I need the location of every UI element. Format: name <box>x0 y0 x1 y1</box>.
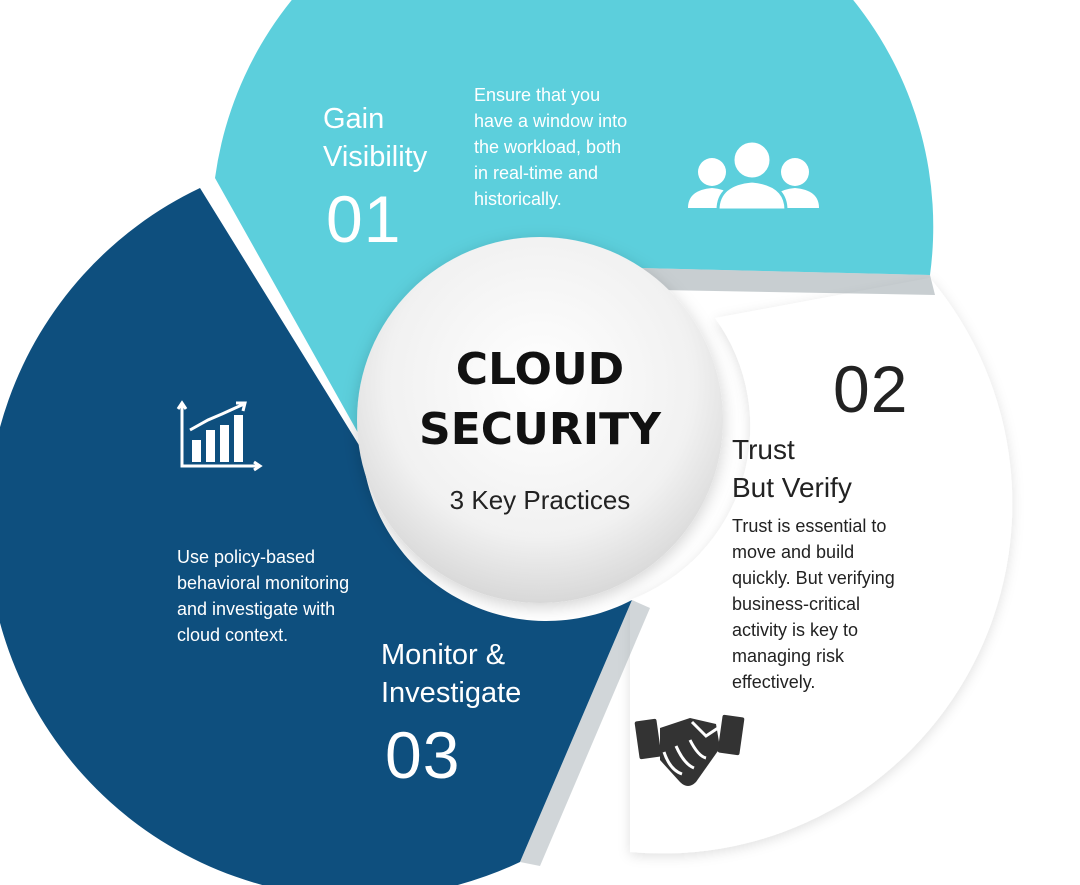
segment-01-title-line1: Gain <box>323 103 385 135</box>
description-line: Ensure that you <box>474 85 601 105</box>
segment-01-number: 01 <box>326 182 402 256</box>
description-line: Trust is essential to <box>732 516 887 536</box>
center-title-line1: CLOUD <box>455 344 625 395</box>
description-line: behavioral monitoring <box>177 573 350 593</box>
segment-02-title-line2: But Verify <box>732 472 852 503</box>
segment-01-title: Gain Visibility <box>323 100 427 176</box>
segment-03-description: Use policy-based behavioral monitoring a… <box>177 544 397 648</box>
segment-01-description: Ensure that you have a window into the w… <box>474 82 674 212</box>
segment-01-edge <box>640 268 935 295</box>
center-circle <box>357 237 723 603</box>
description-line: historically. <box>474 189 562 209</box>
description-line: effectively. <box>732 672 816 692</box>
segment-03-number: 03 <box>385 718 461 792</box>
bar-chart-icon <box>176 400 263 472</box>
segment-01-title-line2: Visibility <box>323 141 428 173</box>
users-icon <box>688 139 819 212</box>
segment-03-title-line2: Investigate <box>381 677 522 709</box>
description-line: activity is key to <box>732 620 859 640</box>
segment-02-number: 02 <box>833 352 909 426</box>
description-line: move and build <box>732 542 855 562</box>
description-line: the workload, both <box>474 137 622 157</box>
segment-01-shape <box>215 0 934 440</box>
handshake-icon <box>634 714 745 786</box>
segment-02-description: Trust is essential to move and build qui… <box>732 513 942 695</box>
description-line: Use policy-based <box>177 547 316 567</box>
segment-03-shape <box>0 188 632 885</box>
segment-02-title-line1: Trust <box>732 434 795 465</box>
center-label: CLOUD SECURITY 3 Key Practices <box>400 340 680 516</box>
description-line: quickly. But verifying <box>732 568 895 588</box>
description-line: have a window into <box>474 111 628 131</box>
description-line: managing risk <box>732 646 845 666</box>
description-line: in real-time and <box>474 163 599 183</box>
segment-02-title: Trust But Verify <box>732 431 852 507</box>
segment-03-edge <box>520 600 650 866</box>
segment-03-title: Monitor & Investigate <box>381 636 521 712</box>
description-line: cloud context. <box>177 625 289 645</box>
segment-03-title-line1: Monitor & <box>381 639 506 671</box>
segment-02-shape <box>630 278 1013 854</box>
center-title-line2: SECURITY <box>419 404 661 455</box>
center-subtitle: 3 Key Practices <box>449 485 631 515</box>
description-line: and investigate with <box>177 599 336 619</box>
description-line: business-critical <box>732 594 861 614</box>
